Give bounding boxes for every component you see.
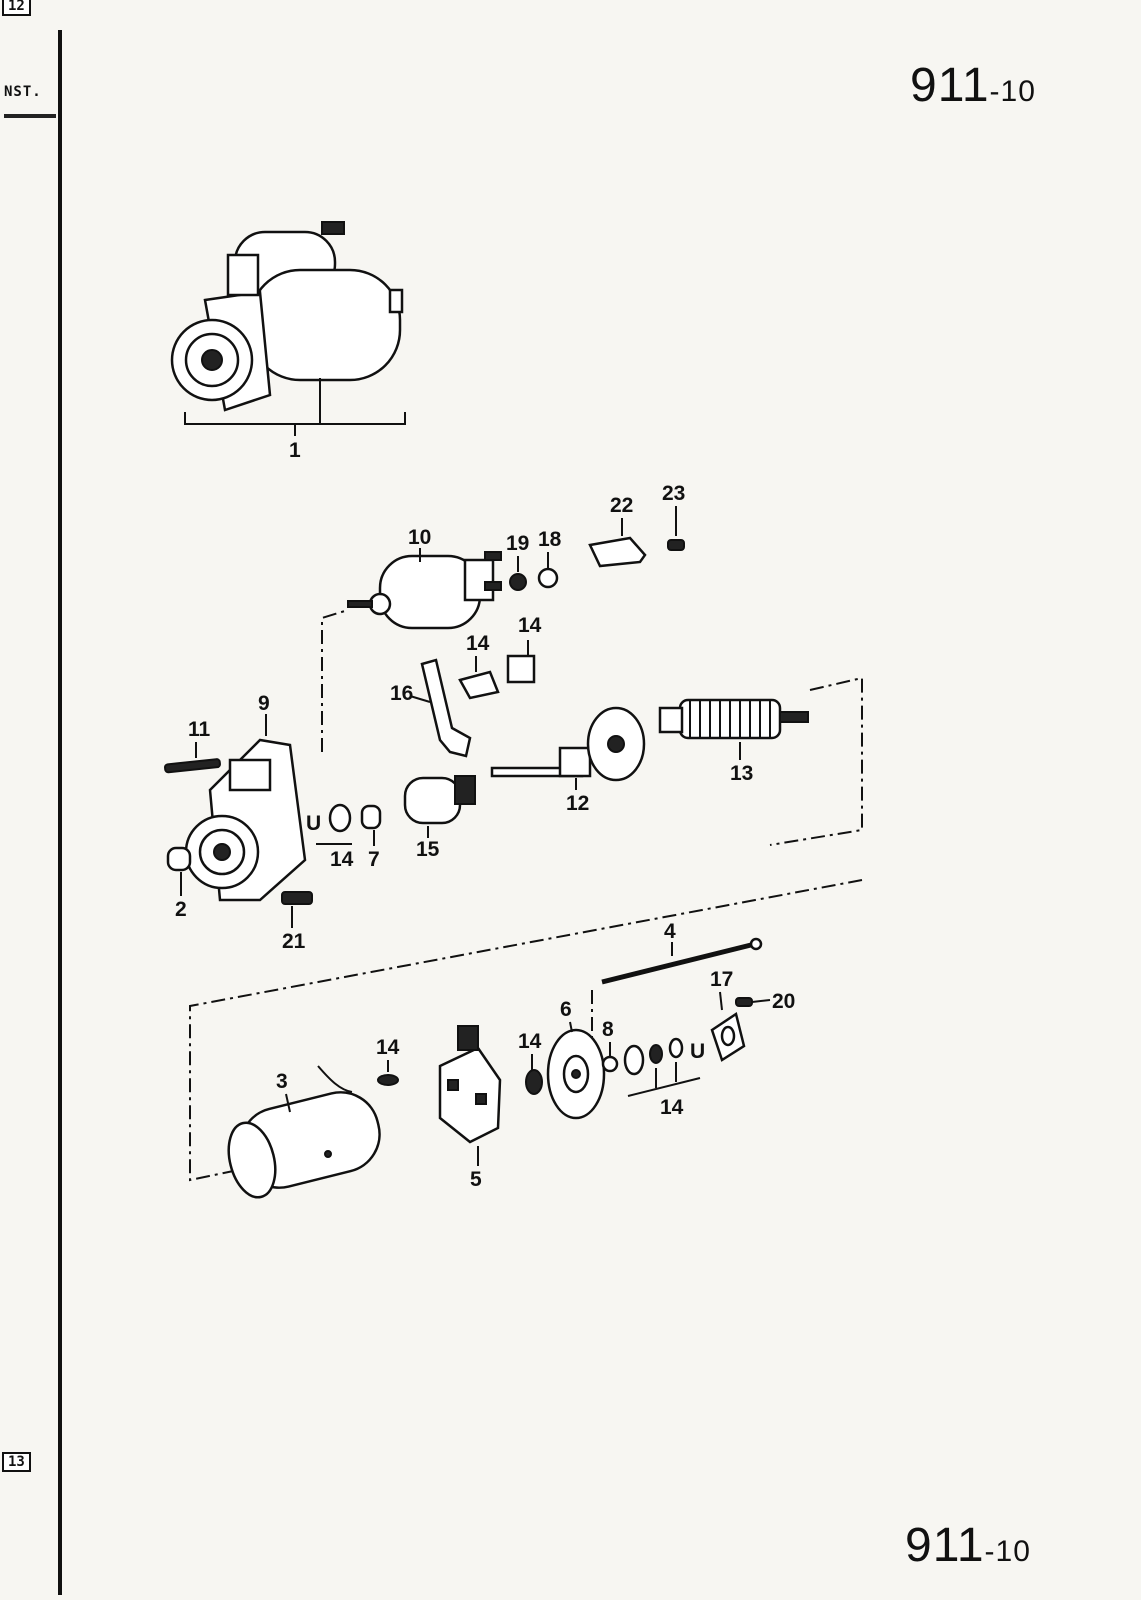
- callout-14a: 14: [466, 632, 490, 655]
- margin-rule: [58, 30, 62, 1595]
- side-label: NST.: [4, 84, 42, 100]
- callout-5: 5: [470, 1168, 482, 1191]
- brush-14a: [458, 670, 500, 700]
- page-ref-box-bottom: 13: [2, 1452, 31, 1472]
- brush-holder-5: [438, 1025, 502, 1144]
- callout-7: 7: [368, 848, 380, 871]
- nut-19: [509, 573, 527, 591]
- callout-2: 2: [175, 898, 187, 921]
- brush-14b: [506, 654, 536, 684]
- callout-4: 4: [664, 920, 676, 943]
- callout-14b: 14: [518, 614, 542, 637]
- side-bar: [4, 114, 56, 118]
- callout-14e: 14: [518, 1030, 542, 1053]
- intermediate-bearing-12: [490, 706, 646, 782]
- callout-1: 1: [289, 439, 301, 462]
- page-number-top: 911-10: [910, 58, 1036, 113]
- callout-12: 12: [566, 792, 589, 815]
- pole-housing-3: [227, 1065, 381, 1199]
- nut-18: [537, 567, 559, 589]
- callout-3: 3: [276, 1070, 288, 1093]
- armature-13: [658, 698, 809, 740]
- washer-14c: [328, 803, 352, 833]
- bushing-7: [360, 804, 382, 830]
- screw-20: [735, 997, 753, 1007]
- pinion-drive-15: [403, 775, 476, 825]
- callout-8: 8: [602, 1018, 614, 1041]
- washer-14f-2: [649, 1044, 663, 1064]
- callout-22: 22: [610, 494, 633, 517]
- callout-20: 20: [772, 990, 795, 1013]
- drive-end-housing: [184, 738, 307, 902]
- callout-17: 17: [710, 968, 733, 991]
- bushing-8: [601, 1055, 619, 1073]
- bolt-21: [281, 891, 313, 905]
- callout-14d: 14: [376, 1036, 400, 1059]
- page-number-bottom: 911-10: [905, 1518, 1031, 1573]
- callout-16: 16: [390, 682, 413, 705]
- page-number-sub: -10: [984, 1535, 1031, 1568]
- solenoid: [347, 551, 502, 630]
- callout-11: 11: [188, 718, 211, 741]
- page-number-main: 911: [910, 59, 990, 112]
- commutator-end-shield-6: [546, 1028, 606, 1120]
- ring-glyph: U: [306, 812, 321, 835]
- callout-19: 19: [506, 532, 529, 555]
- callout-9: 9: [258, 692, 270, 715]
- bolt-11: [164, 758, 221, 774]
- callout-23: 23: [662, 482, 685, 505]
- callout-13: 13: [730, 762, 753, 785]
- cap-23: [667, 539, 685, 551]
- callout-14f: 14: [660, 1096, 684, 1119]
- washer-14f-3: [668, 1037, 684, 1059]
- starter-assembly: [170, 221, 406, 436]
- connector-22: [588, 536, 647, 568]
- brush-14d: [377, 1074, 399, 1086]
- callout-14c: 14: [330, 848, 354, 871]
- ring-glyph: U: [690, 1040, 705, 1063]
- callout-21: 21: [282, 930, 306, 953]
- bushing-2: [166, 846, 192, 872]
- washer-14e: [525, 1069, 543, 1095]
- engaging-lever-16: [420, 658, 472, 758]
- through-bolt-4: [601, 941, 756, 985]
- callout-18: 18: [538, 528, 562, 551]
- callout-6: 6: [560, 998, 572, 1021]
- page-number-sub: -10: [989, 75, 1036, 108]
- page-ref-box-top: 12: [2, 0, 31, 16]
- page-number-main: 911: [905, 1519, 985, 1572]
- callout-15: 15: [416, 838, 440, 861]
- callout-10: 10: [408, 526, 431, 549]
- washer-14f-1: [623, 1044, 645, 1076]
